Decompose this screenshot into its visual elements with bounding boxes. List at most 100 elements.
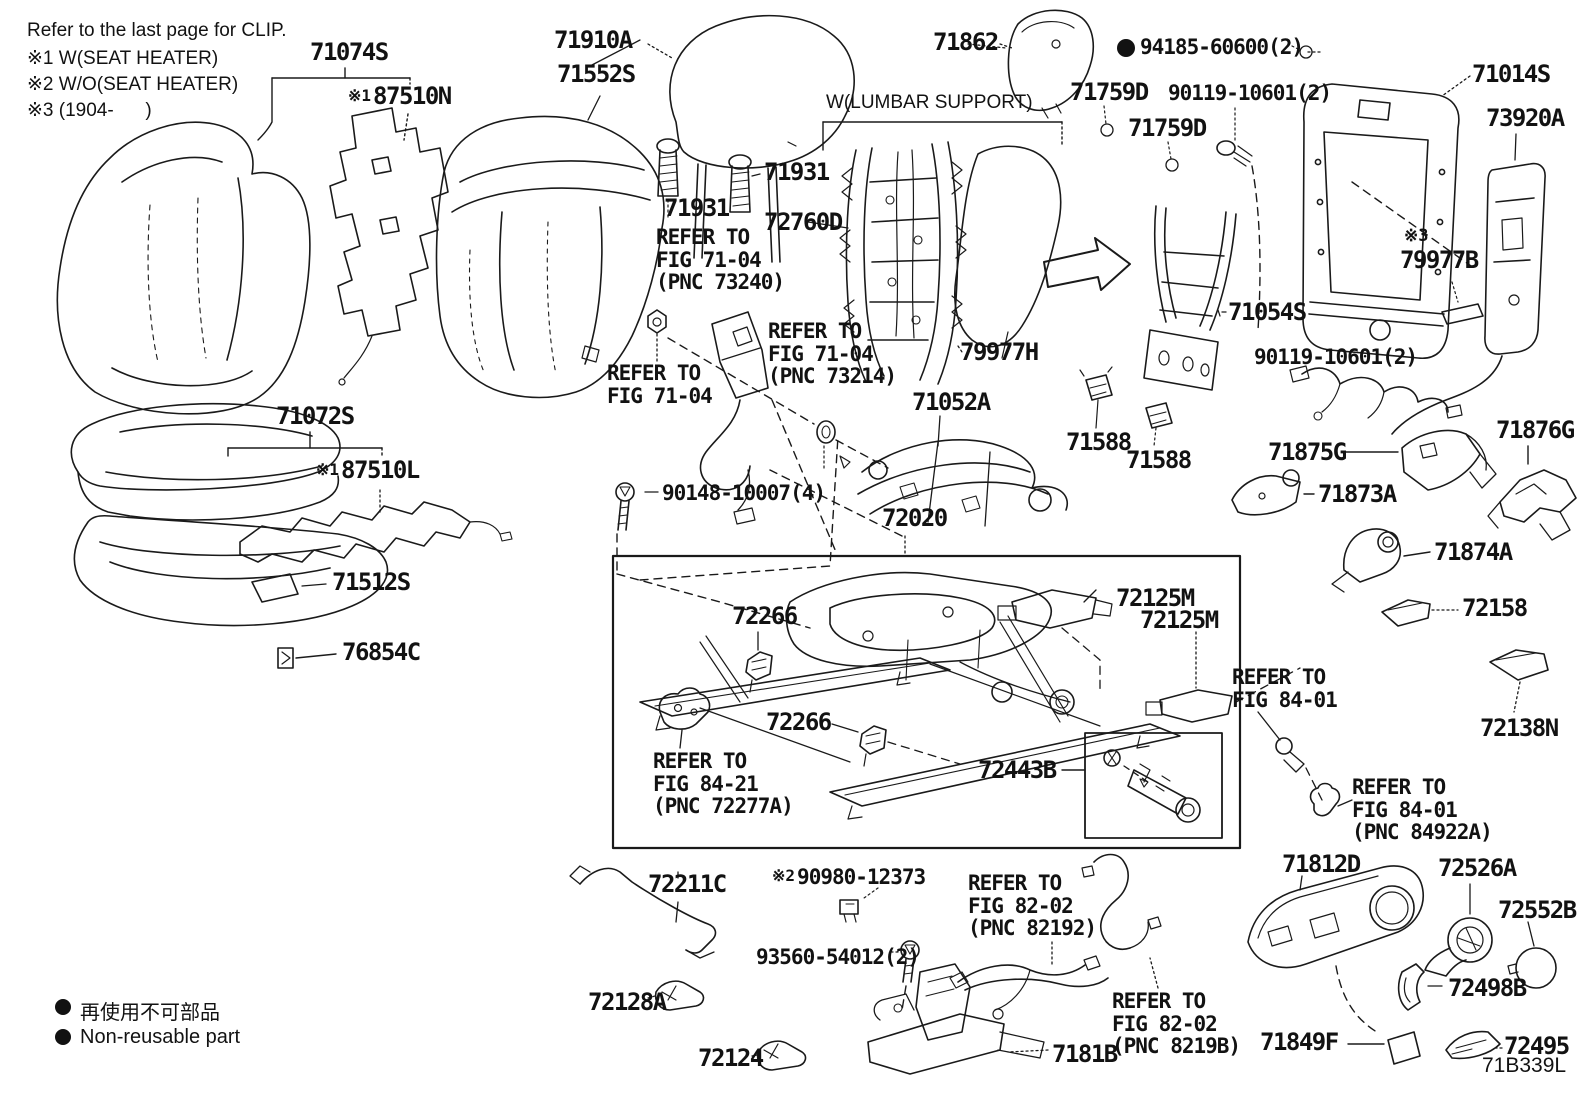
part-label-72125m-b: 72125M [1140, 606, 1219, 634]
part-label-71588-a: 71588 [1066, 428, 1132, 456]
knob-72552b-art [1507, 921, 1557, 989]
note-3: ※3 (1904- ) [27, 100, 152, 121]
part-label-90980: ※290980-12373 [772, 865, 926, 889]
ref-fig8401-a: REFER TO FIG 84-01 [1232, 665, 1338, 712]
part-label-73920a: 73920A [1486, 104, 1565, 132]
part-label-72211c: 72211C [648, 870, 727, 898]
part-label-87510l: ※187510L [316, 456, 420, 484]
part-label-72495: 72495 [1504, 1032, 1570, 1060]
clip-72124-art [751, 1040, 807, 1071]
clip-71588-art [1079, 366, 1173, 447]
gearbox-72443b-art [1061, 749, 1201, 823]
part-label-71588-b: 71588 [1126, 446, 1192, 474]
motor-72125m-b-art [1145, 631, 1301, 723]
clip-76854c-art [277, 647, 337, 669]
label-plate-79977b-art [1441, 281, 1484, 325]
screw-90148-art [615, 482, 811, 629]
legend-bullet-icons [55, 39, 1135, 1045]
leader-71074s [257, 67, 411, 141]
seat-cover-71552s-art [435, 115, 665, 399]
part-label-87510n: ※187510N [348, 82, 452, 110]
note-2: ※2 W/O(SEAT HEATER) [27, 74, 239, 95]
clip-72128a-art [647, 980, 705, 1011]
seat-cushion-71512s-art [73, 514, 389, 627]
clip-72138n-art [1489, 649, 1549, 713]
wire-harness-right-art [1289, 365, 1463, 421]
part-label-72158: 72158 [1462, 594, 1528, 622]
seat-frame-71014s-art [1100, 45, 1475, 359]
bracket-71873a-art [1231, 469, 1315, 516]
part-label-72526a: 72526A [1438, 854, 1517, 882]
bracket-ref8421-art [658, 687, 711, 749]
cushion-pad-87510l-art [239, 489, 513, 563]
part-label-71759d-a: 71759D [1070, 78, 1149, 106]
lumbar-support-header: W(LUMBAR SUPPORT) [826, 92, 1033, 113]
bracket-71874a-art [1331, 528, 1431, 593]
part-label-72020: 72020 [882, 504, 948, 532]
motor-72125m-a-art [997, 589, 1113, 691]
part-label-72266-b: 72266 [766, 708, 832, 736]
part-label-71849f: 71849F [1260, 1028, 1339, 1056]
ref-fig7104: REFER TO FIG 71-04 [607, 361, 713, 408]
side-cover-71875g-art [1343, 429, 1497, 491]
airbag-73920a-art [1391, 133, 1546, 435]
part-label-72138n: 72138N [1480, 714, 1559, 742]
part-label-71910a: 71910A [554, 26, 633, 54]
part-label-7181b: 7181B [1052, 1040, 1118, 1068]
lumbar-bracket-lines [822, 121, 1063, 151]
part-label-71876g: 71876G [1496, 416, 1575, 444]
misc-leaders [587, 39, 1321, 879]
clip-72266-b-art [831, 723, 961, 767]
part-label-72498b: 72498B [1448, 974, 1527, 1002]
part-label-71014s: 71014S [1472, 60, 1551, 88]
buckle-assembly-art [647, 309, 889, 553]
part-label-90119-a: 90119-10601(2) [1168, 81, 1332, 105]
harness-82192-art [949, 941, 1109, 1020]
legend-en: Non-reusable part [80, 1026, 241, 1048]
part-label-71072s: 71072S [276, 402, 355, 430]
lumbar-frame-72760d-art [807, 141, 967, 385]
back-panel-71862-art [999, 9, 1095, 119]
spring-frame-71052a-art [839, 415, 1069, 527]
ref-fig8202-8219b: REFER TO FIG 82-02 (PNC 8219B) [1112, 989, 1241, 1059]
part-label-72124: 72124 [698, 1044, 764, 1072]
leader-71072s [227, 431, 383, 459]
part-label-71552s: 71552S [557, 60, 636, 88]
cover-72495-art [1445, 1030, 1503, 1060]
handle-72526a-art [1424, 883, 1493, 977]
clip-90980-art [839, 887, 879, 923]
part-label-71931-b: 71931 [664, 194, 730, 222]
screw-93560-art [891, 940, 920, 1011]
assembly-box-72020 [611, 435, 1242, 850]
part-label-90148: 90148-10007(4) [662, 481, 826, 505]
drawing-code: 71B339L [1482, 1054, 1567, 1077]
part-label-71931-a: 71931 [764, 158, 830, 186]
part-label-71873a: 71873A [1318, 480, 1397, 508]
part-label-72125m-a: 72125M [1116, 584, 1195, 612]
part-label-71862: 71862 [933, 28, 999, 56]
lumbar-pad-79977h-art [953, 145, 1062, 359]
seat-cushion-71072s-art [70, 402, 341, 521]
ref-mark-3: ※3 [1404, 226, 1429, 246]
screw-ref8401-art [1257, 711, 1353, 817]
part-label-71874a: 71874A [1434, 538, 1513, 566]
part-label-71812d: 71812D [1282, 850, 1361, 878]
note-clip: Refer to the last page for CLIP. [27, 20, 287, 41]
harness-8219b-art [1081, 853, 1162, 989]
part-label-71052a: 71052A [912, 388, 991, 416]
part-label-93560: 93560-54012(2) [756, 945, 920, 969]
ref-fig7104-73214: REFER TO FIG 71-04 (PNC 73214) [768, 319, 897, 389]
direction-arrow-icon [1043, 237, 1131, 291]
bolt-71931-art [656, 138, 761, 221]
side-cover-71876g-art [1487, 445, 1577, 541]
part-label-71054s: 71054S [1228, 298, 1307, 326]
headrest-71910a-art [647, 14, 855, 263]
part-label-71759d-b: 71759D [1128, 114, 1207, 142]
ref-fig8401-b: REFER TO FIG 84-01 (PNC 84922A) [1352, 775, 1493, 845]
heater-pad-87510n-art [329, 107, 449, 386]
wire-72211c-art [569, 865, 717, 959]
part-label-71074s: 71074S [310, 38, 389, 66]
note-1: ※1 W(SEAT HEATER) [27, 48, 219, 69]
